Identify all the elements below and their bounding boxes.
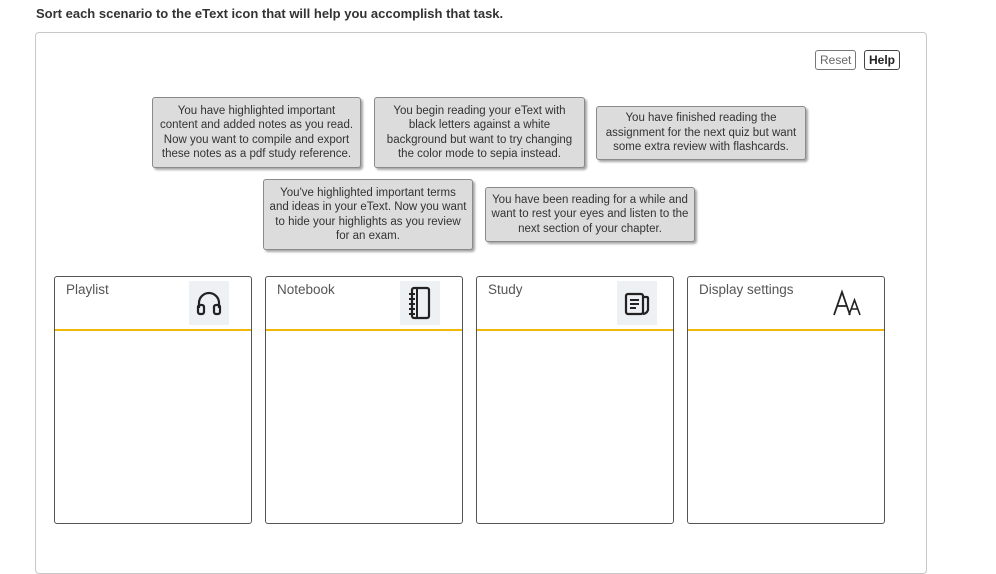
zone-header: Study bbox=[477, 277, 673, 331]
zone-header: Playlist bbox=[55, 277, 251, 331]
notebook-icon bbox=[400, 281, 440, 325]
zone-header: Display settings bbox=[688, 277, 884, 331]
drop-zone-notebook[interactable]: Notebook bbox=[265, 276, 463, 524]
zone-drop-area[interactable] bbox=[477, 331, 673, 523]
zone-label: Notebook bbox=[277, 282, 335, 297]
scenario-card-flashcards[interactable]: You have finished reading the assignment… bbox=[596, 106, 806, 160]
drop-zone-study[interactable]: Study bbox=[476, 276, 674, 524]
scenario-card-listen[interactable]: You have been reading for a while and wa… bbox=[485, 187, 695, 242]
drop-zone-playlist[interactable]: Playlist bbox=[54, 276, 252, 524]
scenario-card-hide-highlights[interactable]: You've highlighted important terms and i… bbox=[263, 179, 473, 250]
zone-drop-area[interactable] bbox=[55, 331, 251, 523]
scenario-card-export-notes[interactable]: You have highlighted important content a… bbox=[152, 97, 361, 168]
zone-header: Notebook bbox=[266, 277, 462, 331]
headphones-icon bbox=[189, 281, 229, 325]
flashcards-icon bbox=[617, 281, 657, 325]
drop-zone-display-settings[interactable]: Display settings bbox=[687, 276, 885, 524]
instructions: Sort each scenario to the eText icon tha… bbox=[36, 6, 504, 21]
reset-button[interactable]: Reset bbox=[815, 50, 856, 70]
zone-drop-area[interactable] bbox=[688, 331, 884, 523]
help-button[interactable]: Help bbox=[864, 50, 900, 70]
font-size-icon bbox=[828, 281, 868, 325]
zone-label: Playlist bbox=[66, 282, 109, 297]
zone-drop-area[interactable] bbox=[266, 331, 462, 523]
zone-label: Display settings bbox=[699, 282, 794, 297]
scenario-card-sepia-mode[interactable]: You begin reading your eText with black … bbox=[374, 97, 585, 168]
zone-label: Study bbox=[488, 282, 523, 297]
